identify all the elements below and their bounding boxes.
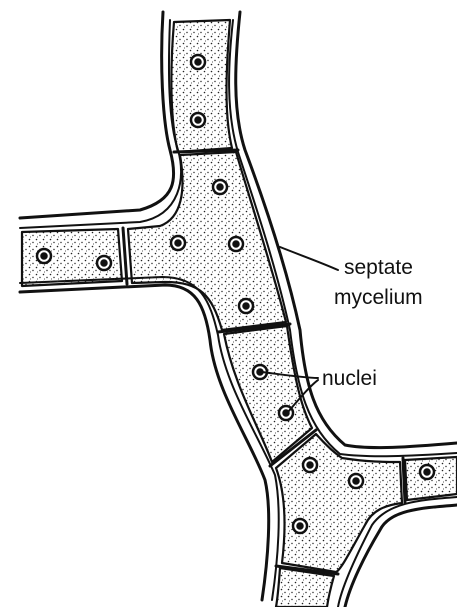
nucleus — [239, 299, 253, 313]
nucleus — [213, 180, 227, 194]
label-nuclei: nuclei — [322, 367, 377, 390]
nucleus — [97, 256, 111, 270]
nucleus — [37, 249, 51, 263]
septum — [123, 228, 127, 284]
nucleus — [293, 519, 307, 533]
nucleus — [191, 113, 205, 127]
nucleus — [229, 237, 243, 251]
nucleus — [349, 474, 363, 488]
cell-branch — [276, 434, 402, 572]
nucleus — [191, 55, 205, 69]
nucleus — [171, 236, 185, 250]
label-septate: septate — [344, 256, 413, 279]
nucleus — [420, 465, 434, 479]
septum — [174, 150, 238, 152]
nucleus — [303, 458, 317, 472]
cell-top — [171, 20, 232, 152]
septate-leader-line — [280, 247, 338, 270]
septum — [403, 458, 405, 502]
label-mycelium: mycelium — [334, 286, 423, 309]
